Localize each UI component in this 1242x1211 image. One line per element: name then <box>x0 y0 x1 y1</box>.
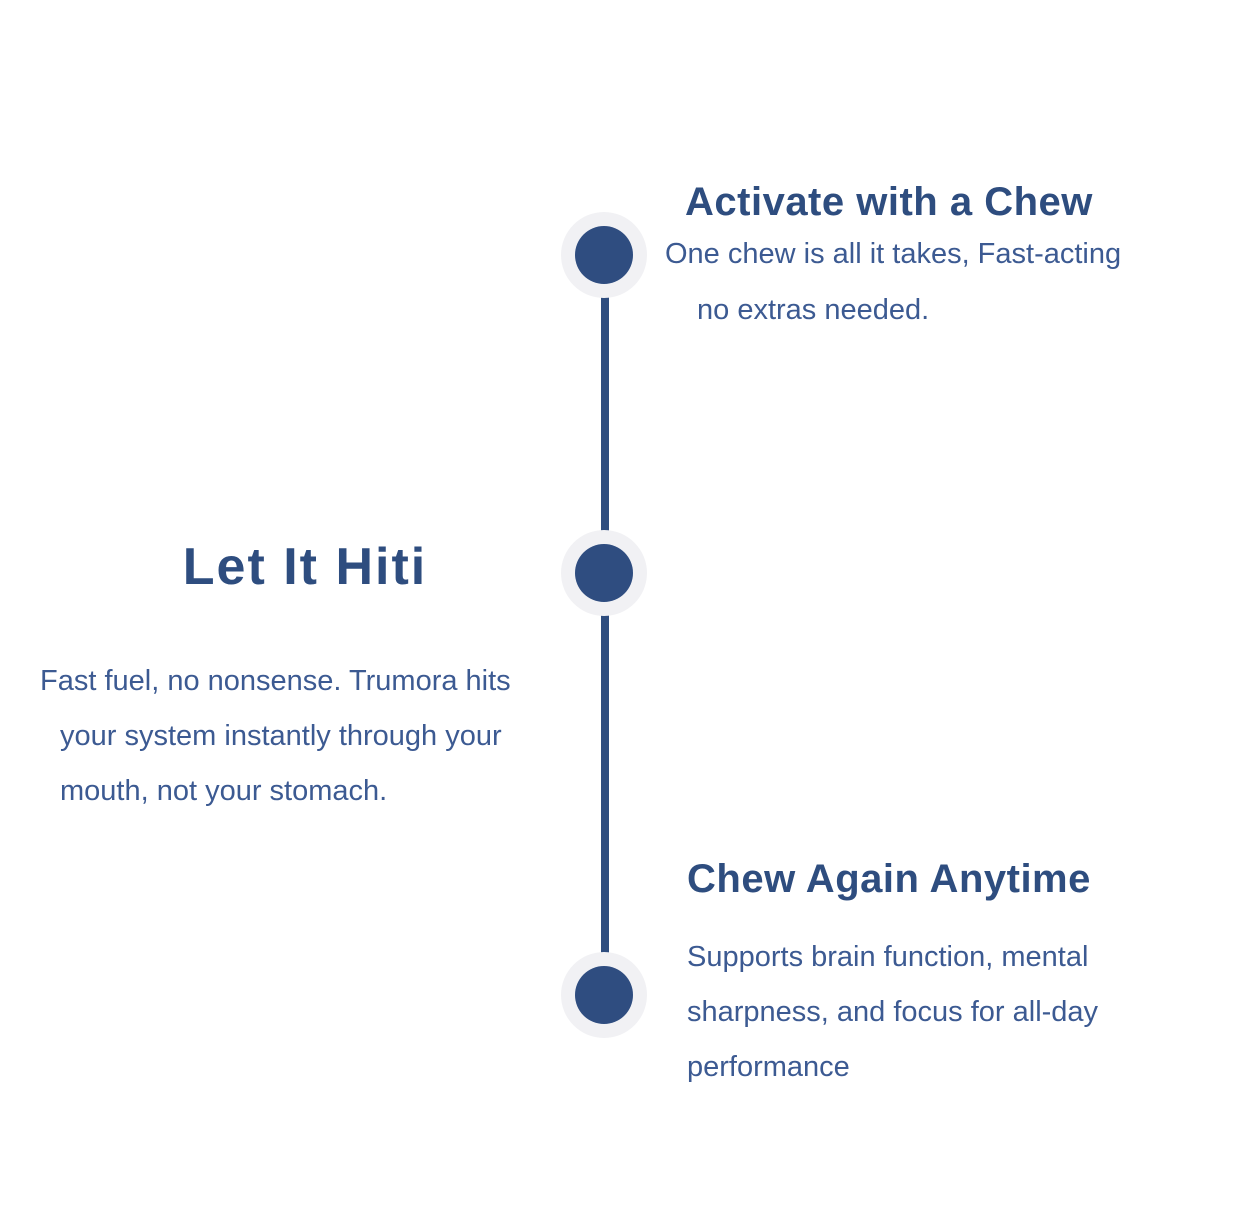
step-title-chew-again: Chew Again Anytime <box>687 857 1091 901</box>
step-body-line: Fast fuel, no nonsense. Trumora hits <box>40 665 511 697</box>
step-body-line: Supports brain function, mental <box>687 941 1089 973</box>
step-body-line: your system instantly through your <box>60 720 502 752</box>
step-block-let-it-hit: Let It Hiti Fast fuel, no nonsense. Trum… <box>35 538 575 819</box>
step-body-activate: One chew is all it takes, Fast-acting no… <box>665 226 1121 338</box>
step-body-line: One chew is all it takes, Fast-acting <box>665 238 1122 270</box>
timeline-node-3 <box>561 952 647 1038</box>
timeline-node-1 <box>561 212 647 298</box>
timeline-node-3-dot <box>575 966 633 1024</box>
timeline-line <box>601 255 609 995</box>
timeline-node-2 <box>561 530 647 616</box>
step-body-line: no extras needed. <box>697 294 930 326</box>
step-body-let-it-hit: Fast fuel, no nonsense. Trumora hits you… <box>35 654 575 819</box>
step-block-chew-again: Chew Again Anytime Supports brain functi… <box>687 856 1098 1095</box>
step-title-let-it-hit: Let It Hiti <box>182 538 428 596</box>
step-title-activate: Activate with a Chew <box>685 180 1093 224</box>
step-body-line: mouth, not your stomach. <box>60 775 388 807</box>
step-block-activate: Activate with a Chew One chew is all it … <box>665 180 1121 338</box>
timeline-node-2-dot <box>575 544 633 602</box>
step-body-line: sharpness, and focus for all-day <box>687 996 1099 1028</box>
step-body-chew-again: Supports brain function, mental sharpnes… <box>687 930 1098 1095</box>
step-body-line: performance <box>687 1051 850 1083</box>
timeline-node-1-dot <box>575 226 633 284</box>
